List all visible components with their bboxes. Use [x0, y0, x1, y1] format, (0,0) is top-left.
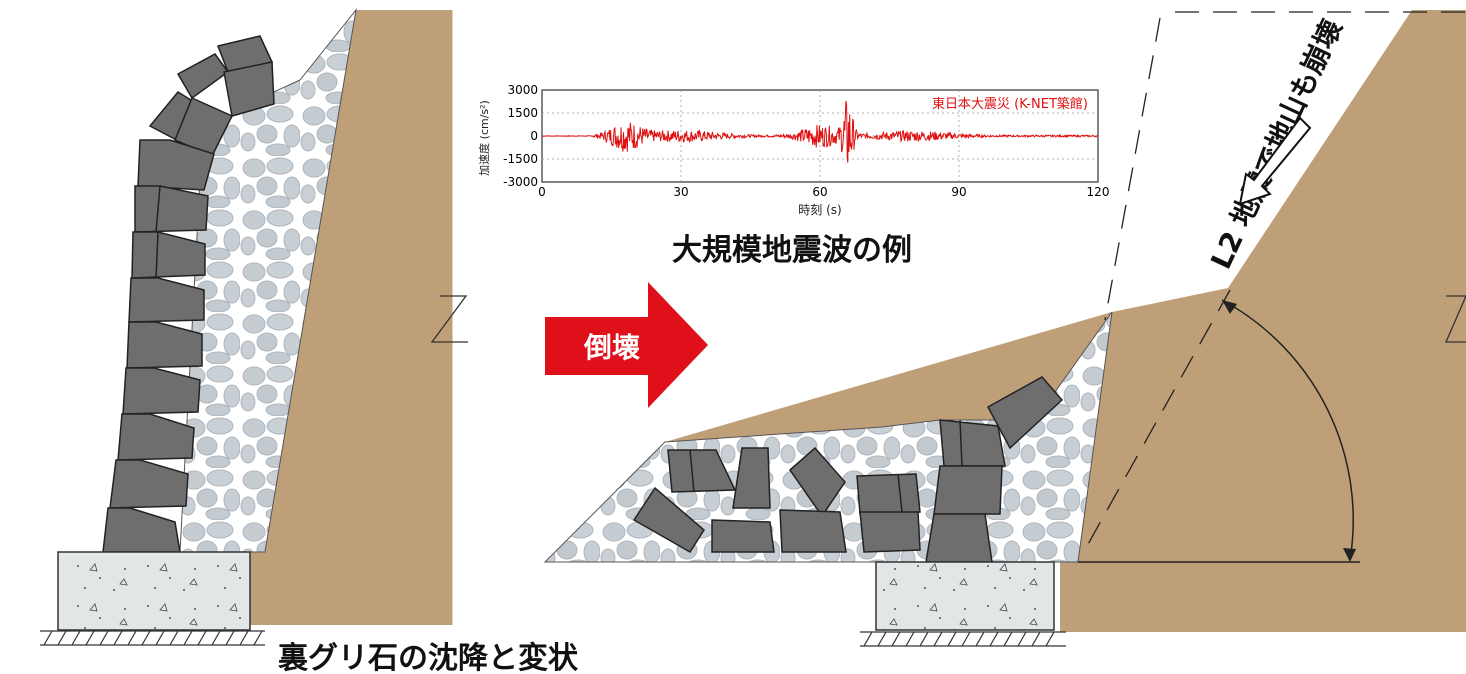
wave-ylabel: 加速度 (cm/s²): [477, 100, 491, 176]
wave-y-tick-label: -3000: [503, 175, 538, 189]
collapse-arrow: 倒壊: [545, 282, 708, 408]
right-mountain-soil: [1060, 10, 1466, 632]
wave-series-line: [542, 100, 1099, 163]
right-break-mark: [1445, 295, 1466, 343]
left-wall-section: 裏グリ石の沈降と変状: [40, 8, 579, 674]
wave-xlabel: 時刻 (s): [798, 203, 841, 217]
collapse-arrow-label: 倒壊: [583, 331, 640, 364]
left-foundation: [57, 551, 251, 631]
wave-y-tick-label: 1500: [507, 106, 538, 120]
wave-x-tick-label: 30: [673, 185, 688, 199]
wave-x-tick-label: 0: [538, 185, 546, 199]
left-break-mark: [430, 295, 468, 343]
wave-x-tick-label: 120: [1087, 185, 1110, 199]
left-soil: [250, 10, 452, 625]
wave-caption: 大規模地震波の例: [672, 233, 912, 268]
right-ground-hatching: [860, 631, 1066, 647]
right-foundation: [875, 561, 1055, 631]
wave-y-tick-label: 3000: [507, 83, 538, 97]
wave-x-tick-label: 60: [812, 185, 827, 199]
wave-x-tick-label: 90: [951, 185, 966, 199]
seismic-wave-chart: 0 30 60 90 120 3000 1500 0 -1500 -3000 東日本大震災 (K…: [477, 83, 1109, 268]
slide-direction-arrow: [1238, 116, 1312, 206]
original-outline-dashed: [1081, 11, 1466, 556]
slope-angle-arc: [1221, 299, 1354, 561]
right-stone-blocks: [632, 376, 1064, 563]
wave-y-tick-label: -1500: [503, 152, 538, 166]
wave-y-tick-label: 0: [530, 129, 538, 143]
wave-legend: 東日本大震災 (K-NET築館): [932, 96, 1088, 112]
left-caption: 裏グリ石の沈降と変状: [278, 641, 579, 674]
left-ground-hatching: [40, 630, 265, 646]
left-stone-blocks: [102, 35, 275, 553]
